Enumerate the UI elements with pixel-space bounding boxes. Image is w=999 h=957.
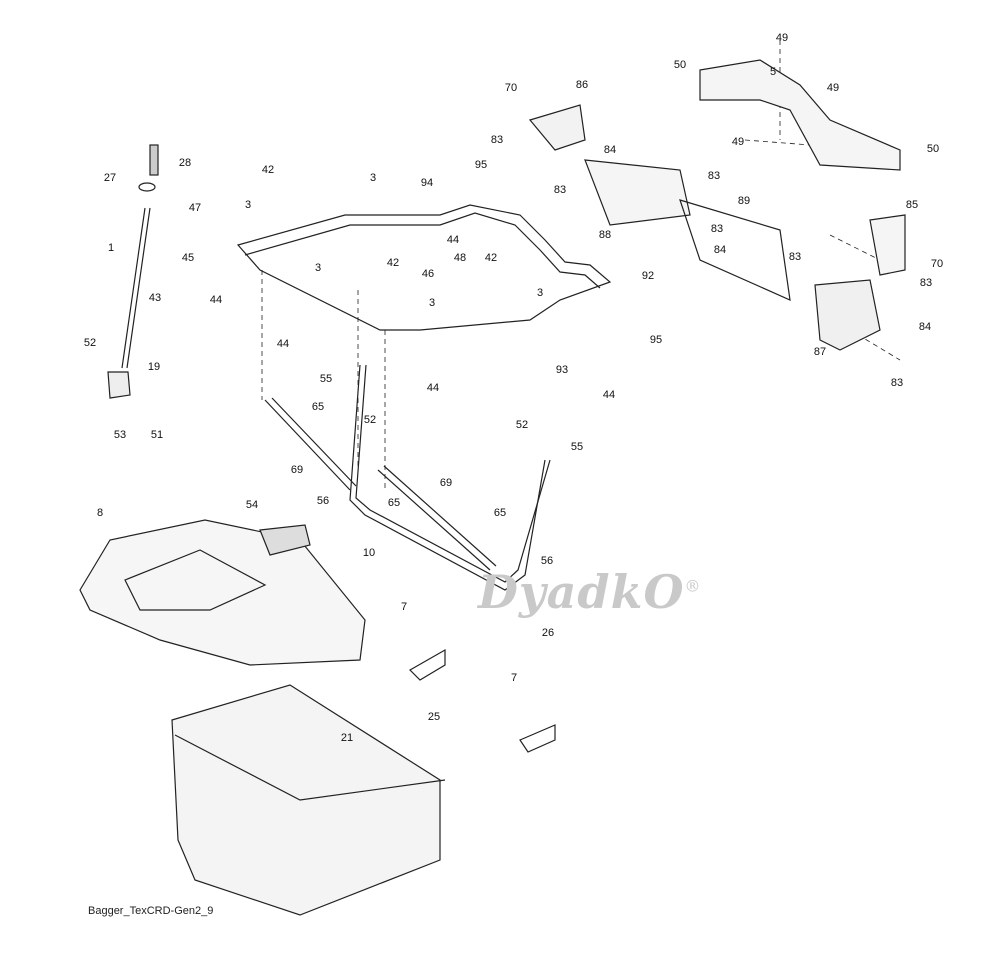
callout-label: 44 — [276, 338, 290, 350]
callout-label: 7 — [400, 601, 408, 613]
bracket-part-53 — [107, 371, 131, 399]
callout-label: 49 — [731, 136, 745, 148]
callout-label: 83 — [919, 277, 933, 289]
arm-part-69 — [264, 397, 497, 571]
callout-label: 47 — [188, 202, 202, 214]
bracket-part-88 — [528, 104, 791, 301]
bracket-part-5 — [699, 59, 901, 171]
callout-label: 55 — [570, 441, 584, 453]
callout-label: 10 — [362, 547, 376, 559]
callout-label: 83 — [890, 377, 904, 389]
bag-part-21 — [171, 684, 446, 916]
callout-label: 21 — [340, 732, 354, 744]
callout-label: 70 — [504, 82, 518, 94]
callout-label: 85 — [905, 199, 919, 211]
callout-label: 19 — [147, 361, 161, 373]
callout-label: 69 — [439, 477, 453, 489]
callout-label: 52 — [515, 419, 529, 431]
callout-label: 49 — [826, 82, 840, 94]
callout-label: 27 — [103, 172, 117, 184]
callout-label: 51 — [150, 429, 164, 441]
callout-label: 42 — [484, 252, 498, 264]
watermark-text: DyadkO — [478, 565, 685, 619]
callout-label: 84 — [918, 321, 932, 333]
callout-label: 28 — [178, 157, 192, 169]
callout-label: 42 — [261, 164, 275, 176]
callout-label: 84 — [603, 144, 617, 156]
callout-label: 49 — [775, 32, 789, 44]
callout-label: 86 — [575, 79, 589, 91]
callout-label: 95 — [474, 159, 488, 171]
frame-part-45 — [236, 204, 612, 331]
callout-label: 83 — [710, 223, 724, 235]
callout-label: 65 — [493, 507, 507, 519]
callout-label: 8 — [96, 507, 104, 519]
callout-label: 1 — [107, 242, 115, 254]
callout-label: 52 — [83, 337, 97, 349]
callout-label: 3 — [369, 172, 377, 184]
callout-label: 55 — [319, 373, 333, 385]
callout-label: 44 — [209, 294, 223, 306]
callout-label: 50 — [926, 143, 940, 155]
callout-label: 44 — [426, 382, 440, 394]
callout-label: 52 — [363, 414, 377, 426]
callout-label: 54 — [245, 499, 259, 511]
latch-part-25 — [409, 648, 556, 753]
callout-label: 7 — [510, 672, 518, 684]
callout-label: 44 — [602, 389, 616, 401]
callout-label: 65 — [387, 497, 401, 509]
bracket-part-85 — [814, 214, 906, 351]
callout-label: 56 — [540, 555, 554, 567]
callout-label: 42 — [386, 257, 400, 269]
callout-label: 87 — [813, 346, 827, 358]
rod-part-1 — [121, 144, 159, 369]
watermark: DyadkO® — [478, 565, 702, 619]
callout-label: 53 — [113, 429, 127, 441]
callout-label: 83 — [490, 134, 504, 146]
callout-label: 89 — [737, 195, 751, 207]
callout-label: 5 — [769, 66, 777, 78]
callout-label: 50 — [673, 59, 687, 71]
diagram-id: Bagger_TexCRD-Gen2_9 — [88, 905, 214, 917]
callout-label: 94 — [420, 177, 434, 189]
callout-label: 83 — [553, 184, 567, 196]
callout-label: 83 — [707, 170, 721, 182]
callout-label: 25 — [427, 711, 441, 723]
callout-label: 83 — [788, 251, 802, 263]
callout-label: 3 — [536, 287, 544, 299]
handle-part-54 — [259, 524, 311, 556]
callout-label: 46 — [421, 268, 435, 280]
arm-part-10 — [349, 364, 551, 591]
callout-label: 88 — [598, 229, 612, 241]
callout-label: 84 — [713, 244, 727, 256]
callout-label: 69 — [290, 464, 304, 476]
callout-label: 3 — [314, 262, 322, 274]
callout-label: 65 — [311, 401, 325, 413]
callout-label: 48 — [453, 252, 467, 264]
registered-mark: ® — [684, 576, 702, 596]
callout-label: 56 — [316, 495, 330, 507]
callout-label: 43 — [148, 292, 162, 304]
callout-label: 92 — [641, 270, 655, 282]
callout-label: 70 — [930, 258, 944, 270]
callout-label: 26 — [541, 627, 555, 639]
callout-label: 44 — [446, 234, 460, 246]
callout-label: 45 — [181, 252, 195, 264]
callout-label: 93 — [555, 364, 569, 376]
callout-label: 95 — [649, 334, 663, 346]
callout-label: 3 — [428, 297, 436, 309]
callout-label: 3 — [244, 199, 252, 211]
cover-part-8 — [79, 519, 366, 666]
